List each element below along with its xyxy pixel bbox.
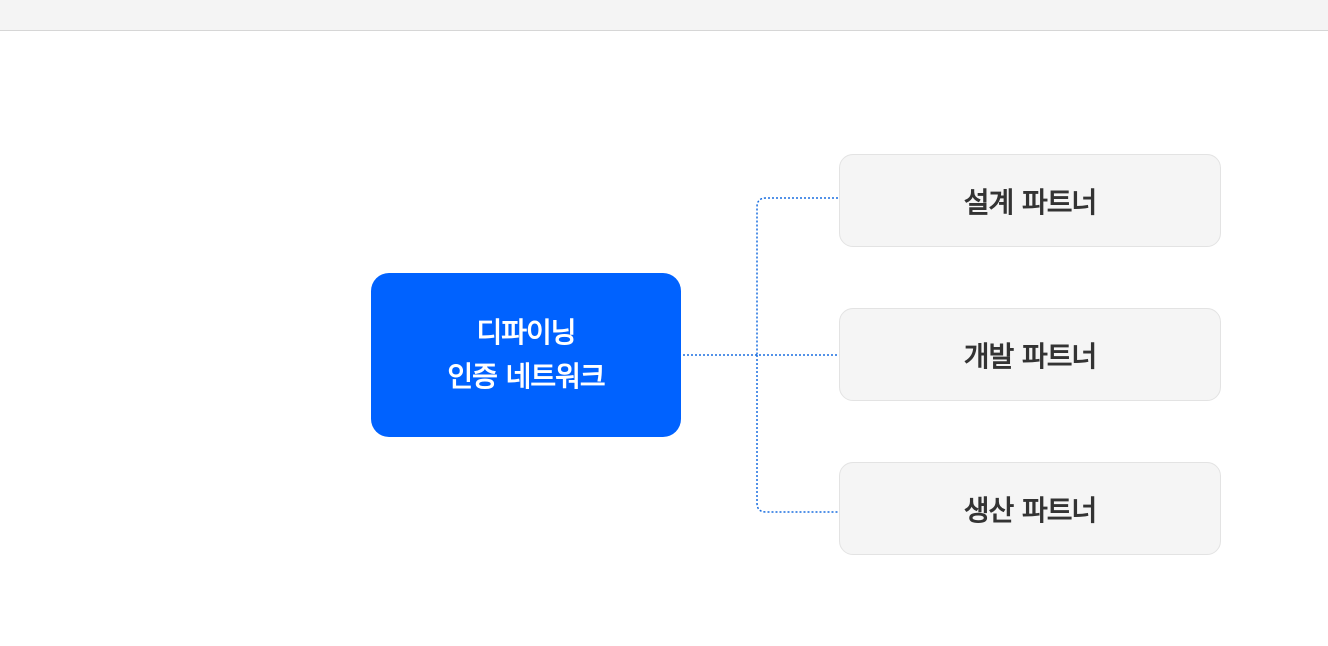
partner-node-label: 생산 파트너 [963, 493, 1098, 527]
connector-branch-top [756, 197, 838, 355]
center-node-label-line2: 인증 네트워크 [447, 360, 605, 393]
center-node-certification-network: 디파이닝 인증 네트워크 [371, 273, 681, 437]
partner-node-design: 설계 파트너 [839, 154, 1221, 247]
top-header-strip [0, 0, 1328, 31]
center-node-label-line1: 디파이닝 [476, 316, 576, 349]
partner-node-label: 개발 파트너 [963, 339, 1098, 373]
partner-node-production: 생산 파트너 [839, 462, 1221, 555]
partner-node-development: 개발 파트너 [839, 308, 1221, 401]
connector-branch-bottom [756, 355, 838, 513]
partner-node-label: 설계 파트너 [963, 185, 1098, 219]
